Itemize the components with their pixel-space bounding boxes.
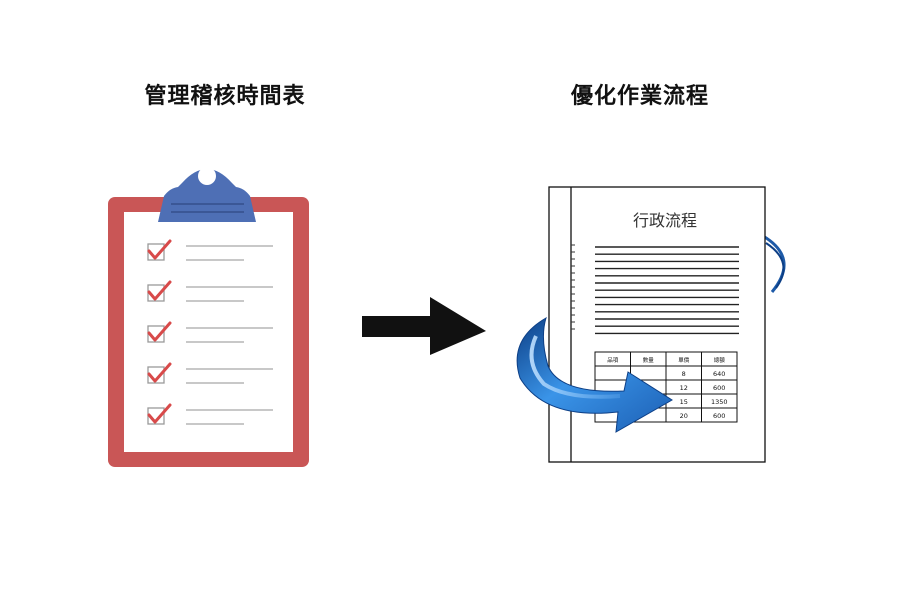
table-value: 12 (680, 384, 688, 392)
right-caption: 優化作業流程 (570, 84, 709, 109)
checklist-item (147, 239, 273, 261)
table-value: 15 (680, 398, 688, 406)
table-header: 單價 (678, 356, 690, 364)
check-mark-icon (147, 321, 172, 342)
document-icon: 行政流程 品項 數量 單價 總額 8 640 12 600 15 1350 20 600 (548, 186, 786, 463)
right-arrow-icon (362, 297, 486, 355)
table-cell (701, 407, 738, 423)
table-value: 8 (682, 370, 686, 378)
check-mark-icon (147, 362, 172, 383)
document-title: 行政流程 (633, 211, 697, 230)
table-header: 總額 (714, 356, 726, 364)
table-header: 品項 (607, 357, 619, 364)
checklist-item (147, 321, 273, 343)
left-caption: 管理稽核時間表 (144, 84, 306, 109)
table-value: 20 (680, 412, 688, 420)
checklist (147, 239, 273, 425)
check-mark-icon (147, 239, 172, 260)
checklist-item (147, 280, 273, 302)
document-text-lines (595, 246, 739, 335)
checklist-item (147, 403, 273, 425)
check-mark-icon (147, 280, 172, 301)
table-value: 600 (713, 384, 725, 392)
curved-arrow-icon (516, 316, 673, 433)
clip-icon (158, 169, 256, 222)
table-value: 640 (713, 370, 725, 378)
table-value: 600 (713, 412, 725, 420)
clipboard-icon (108, 167, 309, 467)
checklist-item (147, 362, 273, 384)
clipboard-paper (124, 212, 293, 452)
table-value: 1350 (711, 398, 728, 406)
table-cell (594, 365, 631, 381)
check-mark-icon (147, 403, 172, 424)
clip-hole (198, 167, 216, 185)
table-header: 數量 (643, 356, 655, 364)
